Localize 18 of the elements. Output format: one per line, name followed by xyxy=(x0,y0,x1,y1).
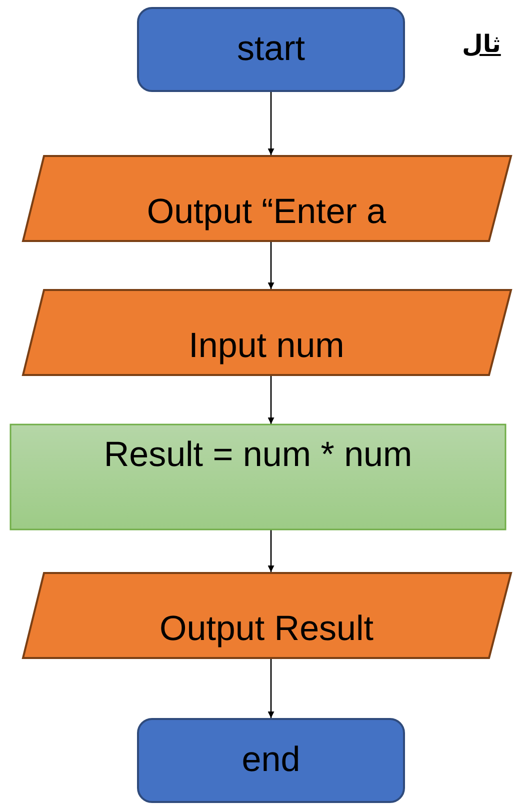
arrow xyxy=(268,659,274,718)
io-parallelogram xyxy=(22,155,511,242)
arrow xyxy=(268,242,274,289)
node-label: Input num xyxy=(188,327,344,366)
arrow xyxy=(268,530,274,572)
node-label: Result = num * num xyxy=(104,436,412,474)
node-label: start xyxy=(236,30,306,69)
terminal-box xyxy=(137,7,405,92)
node-label: Output “Enter a xyxy=(146,193,386,232)
terminal-box xyxy=(137,718,405,803)
heading-fragment: ثال xyxy=(462,30,501,58)
io-parallelogram xyxy=(22,289,511,376)
arrow xyxy=(268,376,274,424)
process-box xyxy=(10,424,506,530)
io-parallelogram xyxy=(22,572,511,659)
node-label: end xyxy=(242,741,300,780)
arrow xyxy=(268,92,274,155)
node-label: Output Result xyxy=(160,610,374,649)
